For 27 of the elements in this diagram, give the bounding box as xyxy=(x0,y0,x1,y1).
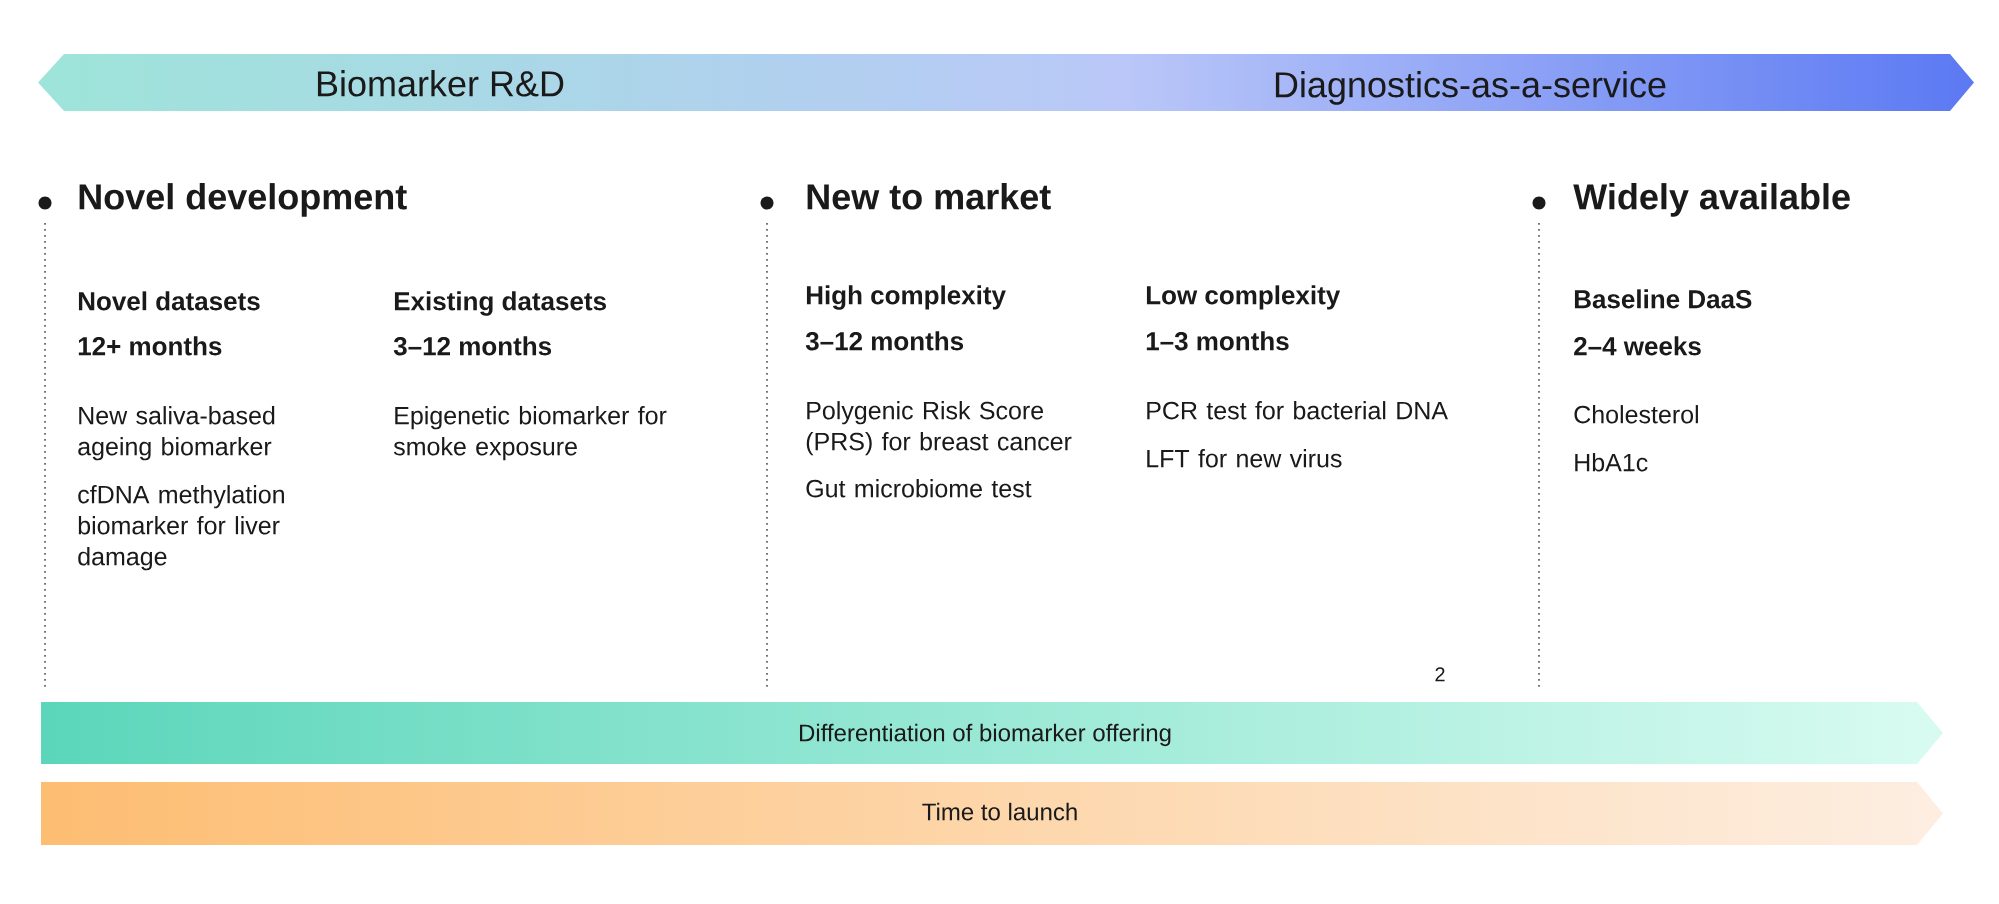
example-text: Gut microbiome test xyxy=(806,479,1032,498)
duration-text: 3–12 months xyxy=(393,336,552,356)
phase-heading: Novel development xyxy=(79,183,407,217)
example-text: LFT for new virus xyxy=(1147,449,1342,468)
example-text: Polygenic Risk Score (PRS) for breast cancer xyxy=(806,401,1072,456)
duration-text: 1–3 months xyxy=(1146,331,1289,351)
phase-heading: Widely available xyxy=(1573,183,1850,217)
example-text: Epigenetic biomarker for smoke exposure xyxy=(393,406,667,461)
example-text: cfDNA methylation biomarker for liver damage xyxy=(78,485,284,571)
arrow-label: Diagnostics-as-a-service xyxy=(1275,71,1666,105)
column-heading: Baseline DaaS xyxy=(1574,289,1752,309)
example-text: New saliva-based ageing biomarker xyxy=(78,406,275,461)
duration-text: 3–12 months xyxy=(805,331,964,351)
column-heading: Low complexity xyxy=(1146,285,1341,310)
phase-heading: New to market xyxy=(807,183,1051,210)
duration-text: 2–4 weeks xyxy=(1574,336,1701,356)
example-text: PCR test for bacterial DNA xyxy=(1147,401,1448,420)
arrow-label: Biomarker R&D xyxy=(317,70,564,97)
duration-text: 12+ months xyxy=(78,336,222,356)
example-text: Cholesterol xyxy=(1574,405,1698,424)
column-heading: Novel datasets xyxy=(78,291,260,311)
column-heading: Existing datasets xyxy=(394,291,606,316)
footnote-number: 2 xyxy=(1435,667,1445,682)
arrow-label: Time to launch xyxy=(922,802,1077,821)
arrow-label: Differentiation of biomarker offering xyxy=(800,723,1171,747)
column-heading: High complexity xyxy=(806,285,1006,310)
example-text: HbA1c xyxy=(1575,453,1648,472)
